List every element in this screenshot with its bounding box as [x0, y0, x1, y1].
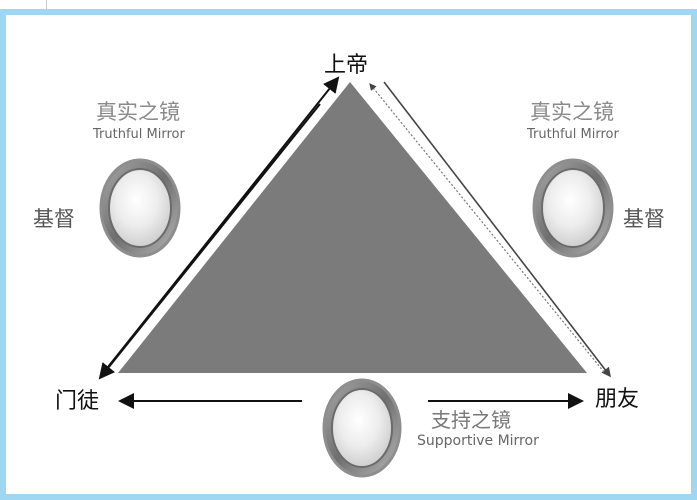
- arrow-friend-to-god-dashed: [369, 83, 605, 373]
- node-top-label: 上帝: [324, 53, 369, 78]
- right-mirror-icon: [532, 158, 614, 258]
- node-right-label: 朋友: [595, 387, 640, 412]
- arrow-god-to-disciple: [98, 103, 321, 380]
- triangle-shape: [118, 82, 587, 373]
- bottom-mirror-title: 支持之镜: [431, 408, 511, 432]
- left-side-label: 基督: [33, 207, 75, 231]
- bottom-mirror-subtitle: Supportive Mirror: [417, 433, 539, 449]
- left-mirror-subtitle: Truthful Mirror: [93, 127, 185, 142]
- right-side-label: 基督: [623, 207, 665, 231]
- bottom-mirror-icon: [322, 378, 402, 478]
- arrow-god-to-friend: [383, 81, 611, 378]
- right-mirror-title: 真实之镜: [530, 100, 614, 124]
- node-left-label: 门徒: [55, 389, 100, 414]
- top-divider: [46, 0, 47, 10]
- left-mirror-title: 真实之镜: [96, 100, 180, 124]
- left-mirror-icon: [99, 158, 181, 258]
- right-mirror-subtitle: Truthful Mirror: [527, 127, 619, 142]
